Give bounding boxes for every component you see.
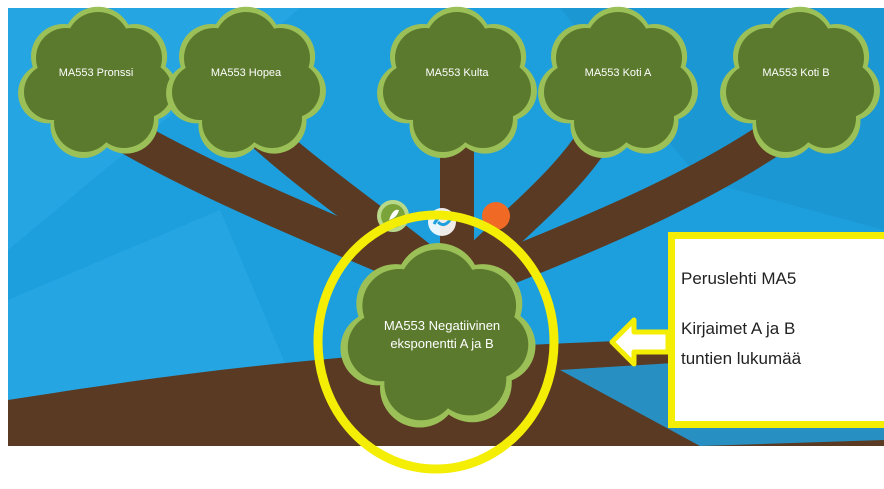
leaf-kulta-label: MA553 Kulta: [426, 67, 490, 79]
main-leaf-title-line2: eksponentti A ja B: [390, 336, 493, 351]
info-callout: Peruslehti MA5 Kirjaimet A ja B tuntien …: [668, 232, 884, 428]
orange-dot-icon[interactable]: [482, 202, 510, 230]
leaf-pronssi[interactable]: MA553 Pronssi: [18, 6, 178, 158]
leaf-hopea[interactable]: MA553 Hopea: [166, 6, 326, 158]
leaf-koti-b-label: MA553 Koti B: [762, 67, 829, 79]
leaf-pronssi-label: MA553 Pronssi: [59, 67, 134, 79]
highlight-circle: [313, 210, 559, 474]
leaf-hopea-label: MA553 Hopea: [211, 67, 282, 79]
main-leaf-title-line1: MA553 Negatiivinen: [384, 318, 500, 333]
callout-line-2: Kirjaimet A ja B: [681, 319, 796, 338]
leaf-koti-a[interactable]: MA553 Koti A: [538, 6, 698, 158]
callout-line-3: tuntien lukumää: [681, 349, 802, 368]
leaf-koti-a-label: MA553 Koti A: [585, 67, 652, 79]
leaf-kulta[interactable]: MA553 Kulta: [377, 6, 537, 158]
callout-line-1: Peruslehti MA5: [681, 269, 797, 288]
leaf-koti-b[interactable]: MA553 Koti B: [720, 6, 880, 158]
